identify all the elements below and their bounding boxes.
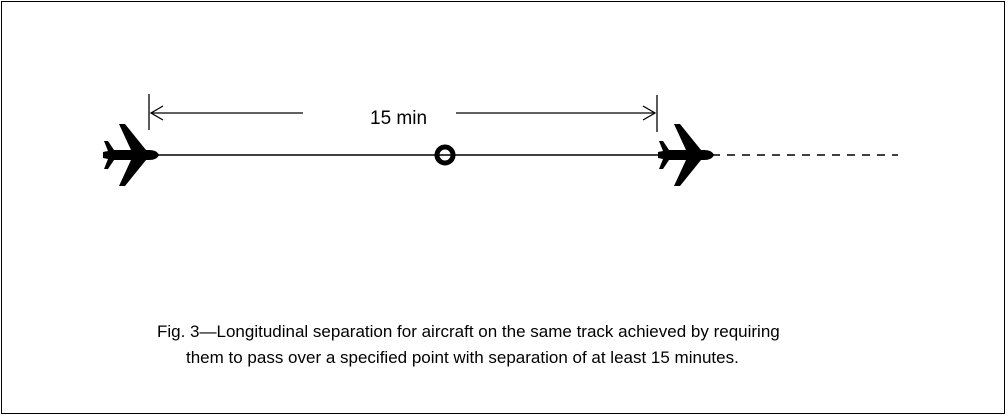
reporting-point-icon [434, 144, 456, 166]
aircraft-icon [103, 124, 159, 186]
dimension-arrow-left [149, 105, 303, 121]
caption-line-2: them to pass over a specified point with… [186, 348, 739, 367]
caption-line-1: Fig. 3—Longitudinal separation for aircr… [157, 322, 780, 341]
dimension-arrow-right [456, 105, 657, 121]
aircraft-icon [658, 124, 714, 186]
separation-label: 15 min [370, 108, 427, 129]
